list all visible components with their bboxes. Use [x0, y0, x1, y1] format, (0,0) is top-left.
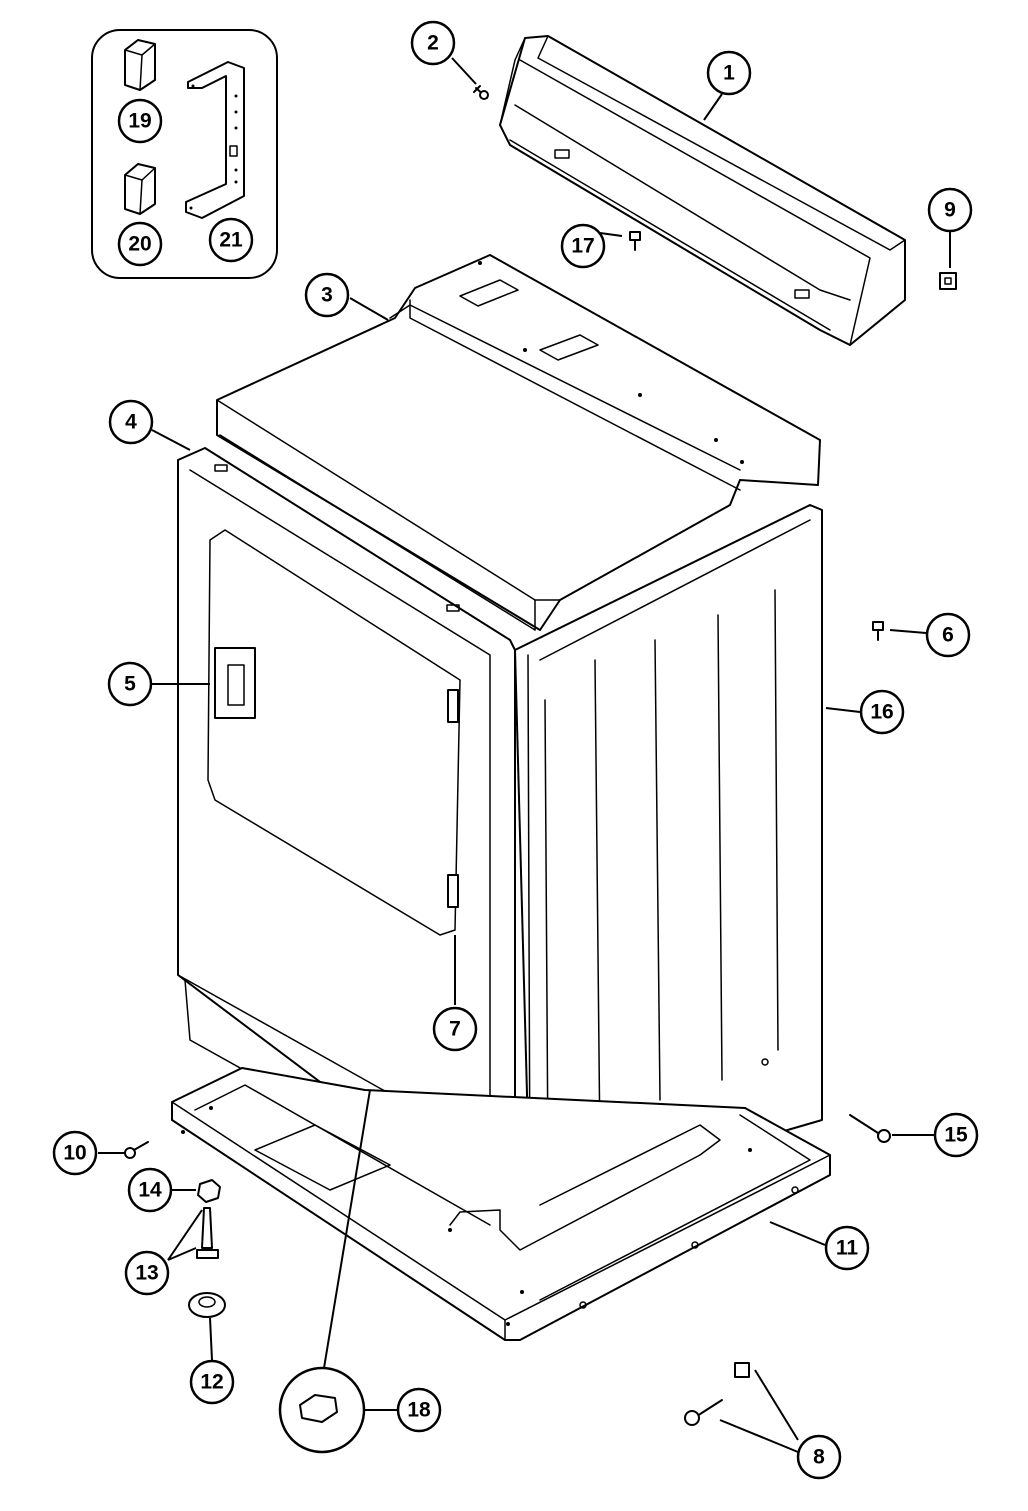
callout-15: 15: [933, 1112, 979, 1158]
callout-16: 16: [859, 689, 905, 735]
callout-7: 7: [432, 1006, 478, 1052]
base-drawing: [171, 1067, 831, 1341]
side-panel-drawing: [514, 504, 823, 1206]
callout-number: 13: [135, 1262, 158, 1285]
callout-17: 17: [560, 223, 606, 269]
callout-number: 2: [427, 32, 439, 55]
callout-1: 1: [706, 50, 752, 96]
callout-number: 10: [63, 1142, 86, 1165]
callout-20: 20: [117, 221, 163, 267]
bracket-21-drawing: [185, 61, 245, 219]
callout-21: 21: [208, 217, 254, 263]
callout-number: 15: [944, 1124, 968, 1147]
callout-number: 1: [723, 62, 735, 85]
callout-12: 12: [189, 1359, 235, 1405]
bumper-19-drawing: [124, 39, 156, 91]
callout-9: 9: [927, 187, 973, 233]
callout-number: 17: [571, 235, 594, 258]
top-drawing: [216, 254, 821, 631]
control-panel-drawing: [499, 35, 906, 346]
callout-number: 16: [870, 701, 893, 724]
callout-number: 8: [813, 1446, 825, 1469]
callout-number: 5: [124, 673, 136, 696]
front-panel-drawing: [177, 447, 516, 1211]
callout-number: 4: [125, 411, 137, 434]
callout-14: 14: [127, 1167, 173, 1213]
callout-11: 11: [824, 1225, 870, 1271]
bumper-20-drawing: [124, 163, 156, 215]
callout-5: 5: [107, 661, 153, 707]
callout-number: 11: [836, 1237, 859, 1260]
callout-18: 18: [396, 1387, 442, 1433]
callout-4: 4: [108, 399, 154, 445]
callout-number: 21: [219, 229, 243, 252]
callout-10: 10: [52, 1130, 98, 1176]
callout-number: 12: [200, 1371, 223, 1394]
callout-number: 6: [942, 624, 954, 647]
leader-lines: [98, 57, 951, 1453]
callout-number: 9: [944, 199, 956, 222]
callout-13: 13: [124, 1250, 170, 1296]
callout-6: 6: [925, 612, 971, 658]
callout-number: 14: [138, 1179, 162, 1202]
callout-8: 8: [796, 1434, 842, 1480]
callout-number: 18: [407, 1399, 431, 1422]
callout-number: 3: [321, 284, 333, 307]
callout-2: 2: [410, 20, 456, 66]
callout-number: 19: [128, 110, 151, 133]
inset-box: [91, 29, 278, 279]
callout-number: 20: [128, 233, 151, 256]
callout-19: 19: [117, 98, 163, 144]
callout-number: 7: [449, 1018, 461, 1041]
callout-3: 3: [304, 272, 350, 318]
